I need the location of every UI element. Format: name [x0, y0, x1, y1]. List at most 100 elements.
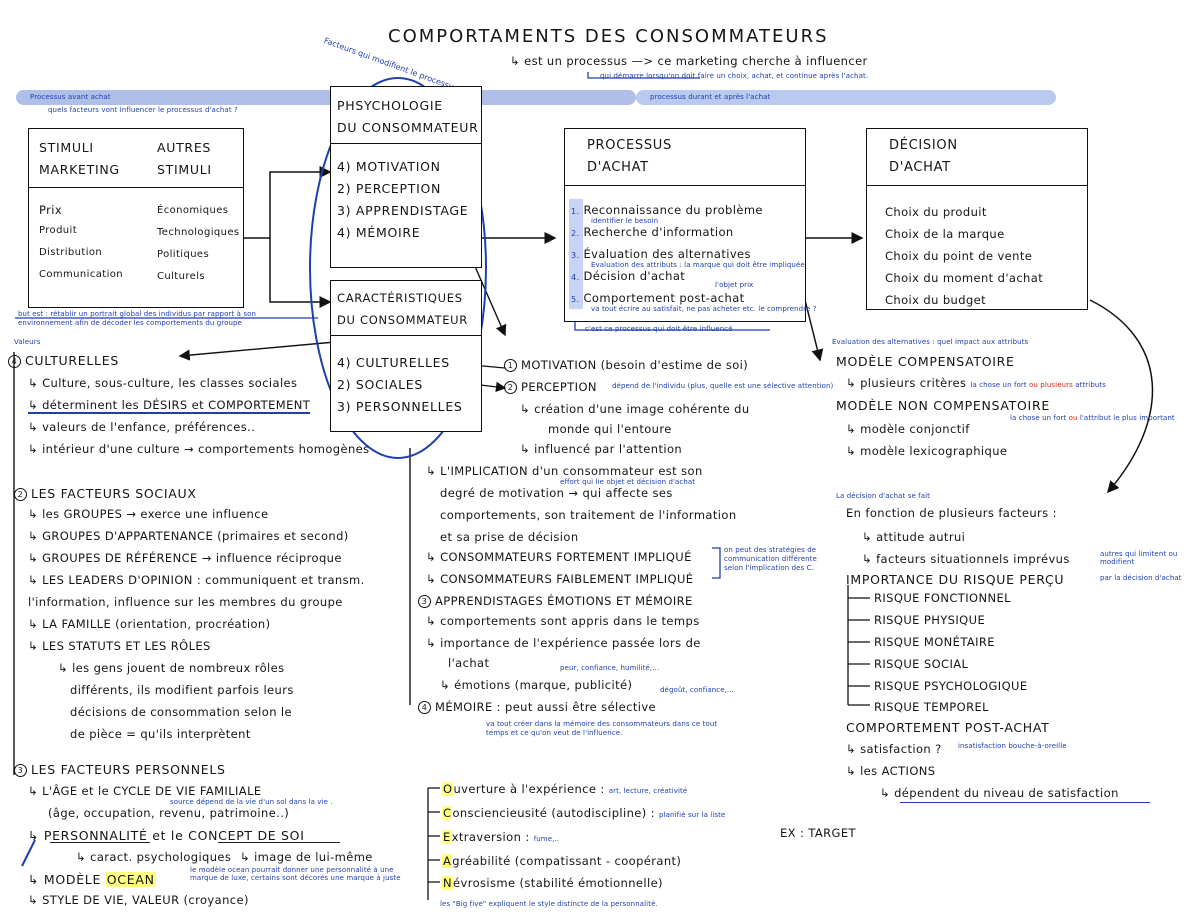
sociaux-item: décisions de consommation selon le [70, 705, 293, 719]
psych-right-item: ↳ CONSOMMATEURS FAIBLEMENT IMPLIQUÉ [426, 572, 694, 586]
factors-title: En fonction de plusieurs facteurs : [846, 506, 1057, 520]
ocean-bracket [427, 787, 440, 900]
psych-right-text: APPRENDISTAGES ÉMOTIONS ET MÉMOIRE [435, 594, 693, 608]
m1-note: la chose un fort ou plusieurs attributs [970, 381, 1106, 389]
stimuli-item: Économiques [157, 205, 229, 216]
ocean-note: planifié sur la liste [659, 811, 726, 819]
carac-title: CARACTÉRISTIQUES DU CONSOMMATEUR [337, 291, 468, 327]
arrow-stimuli-carac [269, 238, 332, 308]
psych-right-item: l'achat [448, 656, 490, 670]
sociaux-item: ↳ LES LEADERS D'OPINION : communiquent e… [28, 573, 365, 587]
culture-item: ↳ intérieur d'une culture → comportement… [28, 442, 370, 456]
step-num: 1. [571, 207, 580, 216]
psych-right-item: comportements, son traitement de l'infor… [440, 508, 737, 522]
subtitle: ↳ est un processus —> ce marketing cherc… [510, 54, 868, 68]
risk-item: RISQUE SOCIAL [874, 657, 969, 671]
model-compensatoire: MODÈLE COMPENSATOIRE [836, 354, 1015, 369]
perso-item: ↳ image de lui-même [240, 850, 373, 864]
band-left-label: Processus avant achat [30, 93, 111, 101]
m2-note-c: l'attribut le plus important [1079, 414, 1175, 422]
ocean-letter: C [442, 806, 453, 820]
step-num: 2. [571, 229, 580, 238]
factor-item: ↳ facteurs situationnels imprévus [862, 552, 1070, 566]
psych-right-text: MOTIVATION (besoin d'estime de soi) [521, 358, 749, 372]
risk-note: par la décision d'achat [1100, 574, 1182, 582]
m1-note-a: la chose un fort [970, 381, 1027, 389]
risk-title: IMPORTANCE DU RISQUE PERÇU [846, 572, 1065, 587]
psych-right-item: ↳ L'IMPLICATION d'un consommateur est so… [426, 464, 703, 478]
psych-right-row: 3 APPRENDISTAGES ÉMOTIONS ET MÉMOIRE [418, 594, 693, 608]
post-achat-item: ↳ satisfaction ? [846, 742, 942, 756]
emotion-note1: peur, confiance, humilité,... [560, 664, 660, 672]
m2-note-b: ou [1068, 414, 1078, 422]
circle-num-icon: 3 [418, 595, 431, 608]
step-label: Évaluation des alternatives [583, 247, 751, 261]
sociaux-item: ↳ LA FAMILLE (orientation, procréation) [28, 617, 271, 631]
band-left-note: quels facteurs vont influencer le proces… [48, 106, 238, 114]
band-right-label: processus durant et après l'achat [650, 93, 771, 101]
arrow-stimuli-psych [244, 166, 332, 239]
psych-right-text: PERCEPTION [521, 380, 597, 394]
personnalite-underline [50, 842, 150, 843]
decision-divider [867, 185, 1087, 186]
concept-underline [218, 842, 340, 843]
arrow-curve-right [1089, 299, 1154, 494]
psych-right-item: et sa prise de décision [440, 530, 579, 544]
circle-num-icon: 2 [504, 381, 517, 394]
perso-item-personnalite: ↳ PERSONNALITÉ et le CONCEPT DE SOI [28, 828, 305, 843]
processus-step-highlight [569, 199, 583, 309]
highlight-ellipse [309, 77, 487, 459]
circle-num-icon: 1 [504, 359, 517, 372]
risk-item: RISQUE FONCTIONNEL [874, 591, 1011, 605]
psych-right-item: ↳ émotions (marque, publicité) [440, 678, 633, 692]
step-num: 5. [571, 295, 580, 304]
processus-box: PROCESSUS D'ACHAT 1. Reconnaissance du p… [564, 128, 816, 322]
ocean-bottom-note: les "Big five" expliquent le style disti… [440, 900, 658, 908]
decision-item: Choix du point de vente [885, 249, 1033, 263]
post-achat-item: ↳ les ACTIONS [846, 764, 936, 778]
stimuli-marketing-title: STIMULI MARKETING [39, 140, 120, 177]
psych-right-row: 2 PERCEPTION [504, 380, 597, 394]
step-label: Décision d'achat [583, 269, 686, 283]
step-label: Recherche d'information [583, 225, 734, 239]
perso-item: (âge, occupation, revenu, patrimoine..) [48, 806, 290, 820]
ocean-item: Névrosisme (stabilité émotionnelle) [442, 876, 663, 890]
carac-item: 4) CULTURELLES [337, 355, 450, 370]
ocean-note: le modèle ocean pourrait donner une pers… [190, 866, 401, 882]
decision-top-note: Evaluation des alternatives : quel impac… [832, 338, 1029, 346]
ocean-letter: A [442, 854, 453, 868]
carac-box: CARACTÉRISTIQUES DU CONSOMMATEUR 4) CULT… [330, 280, 482, 432]
post-achat-title: COMPORTEMENT POST-ACHAT [846, 720, 1050, 735]
page-title: COMPORTAMENTS DES CONSOMMATEURS [388, 26, 829, 47]
circle-num-icon: 4 [418, 701, 431, 714]
m1-note-b: ou [1029, 381, 1038, 389]
perso-title: LES FACTEURS PERSONNELS [31, 762, 226, 777]
perso-model-row: ↳ MODÈLE OCEAN [28, 872, 156, 887]
step-label: Reconnaissance du problème [583, 203, 763, 217]
m2-note-a: la chose un fort [1010, 414, 1067, 422]
risk-item: RISQUE PHYSIQUE [874, 613, 986, 627]
memoire-note: va tout créer dans la mémoire des consom… [486, 720, 718, 737]
model-non-compensatoire: MODÈLE NON COMPENSATOIRE [836, 398, 1050, 413]
psych-right-item: ↳ création d'une image cohérente du [520, 402, 750, 416]
psych-right-item: ↳ comportements sont appris dans le temp… [426, 614, 700, 628]
ocean-letter: E [442, 830, 452, 844]
ocean-text: gréabilité (compatissant - coopérant) [452, 854, 682, 868]
ocean-item: Agréabilité (compatissant - coopérant) [442, 854, 681, 868]
step-note: l'objet prix [715, 281, 754, 289]
step-label: Comportement post-achat [583, 291, 745, 305]
post-achat-sub: ↳ dépendent du niveau de satisfaction [880, 786, 1119, 800]
psych-item: 2) PERCEPTION [337, 181, 442, 196]
ocean-item: Ouverture à l'expérience : art, lecture,… [442, 782, 687, 796]
stimuli-item: Politiques [157, 249, 210, 260]
sociaux-item: différents, ils modifient parfois leurs [70, 683, 294, 697]
ocean-note: art, lecture, créativité [608, 787, 688, 795]
stimuli-box: STIMULI MARKETING AUTRES STIMULI Prix Pr… [28, 128, 244, 308]
psych-right-text: MÉMOIRE : peut aussi être sélective [435, 700, 657, 714]
bracket-implication [712, 547, 721, 579]
stimuli-item: Technologiques [157, 227, 240, 238]
psych-item: 4) MOTIVATION [337, 159, 441, 174]
stimuli-item: Produit [39, 225, 78, 236]
